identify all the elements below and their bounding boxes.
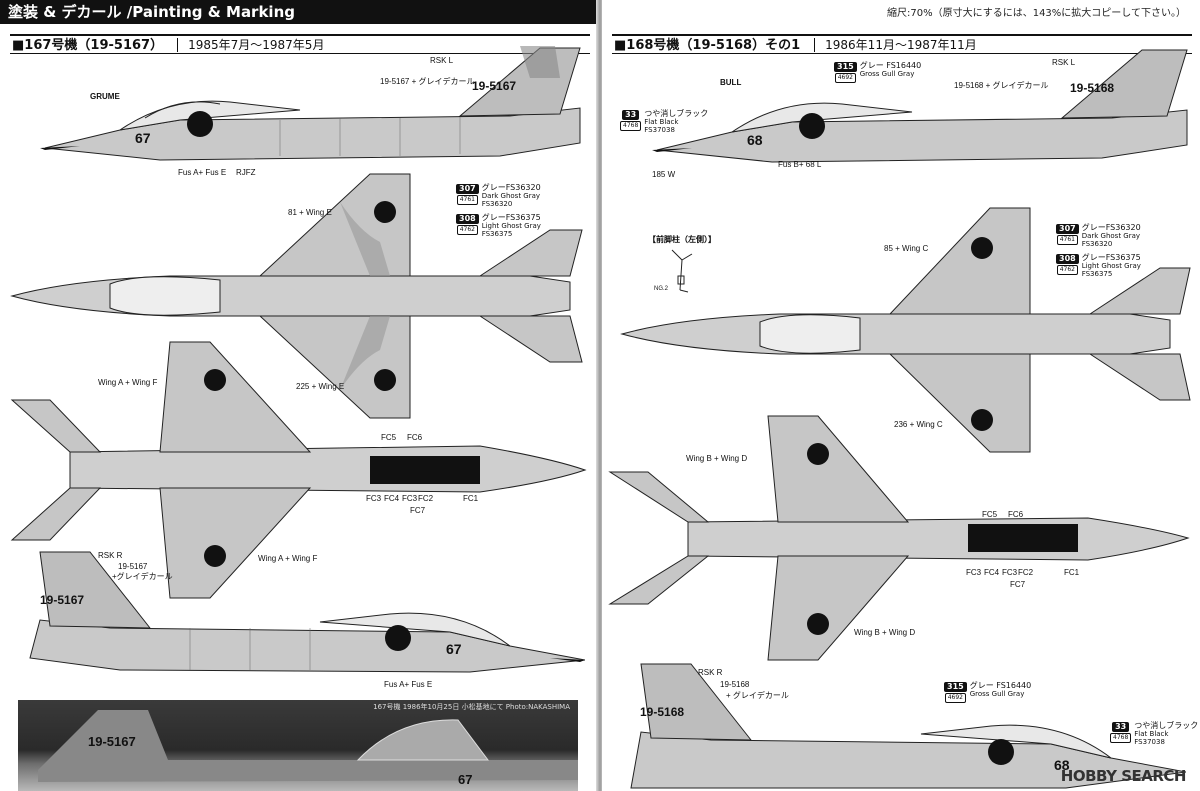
- wing-c-85-label: 85 + Wing C: [884, 244, 929, 253]
- scale-note: 縮尺:70%（原寸大にするには、143%に拡大コピーして下さい。）: [887, 8, 1186, 19]
- right-page: 縮尺:70%（原寸大にするには、143%に拡大コピーして下さい。） ■168号機…: [602, 0, 1200, 791]
- fc4-label: FC4: [984, 568, 1000, 577]
- watermark-logo: HOBBY SEARCH: [1060, 767, 1187, 785]
- left-page: 塗装 & デカール /Painting & Marking ■167号機（19-…: [0, 0, 598, 791]
- fc5-label: FC5: [381, 433, 397, 442]
- nose-gear-inset: [671, 249, 693, 293]
- aircraft-top-168: [620, 207, 1191, 453]
- serial-decal-label: 19-5168 + グレイデカール: [954, 81, 1049, 90]
- section-header-167: ■167号機（19-5167） 1985年7月～1987年5月: [10, 34, 590, 54]
- bull-label: BULL: [720, 78, 742, 87]
- wing-e-225-label: 225 + Wing E: [296, 382, 345, 391]
- fc3-label: FC3: [966, 568, 982, 577]
- page-title: 塗装 & デカール /Painting & Marking: [0, 0, 598, 24]
- fc4-label: FC4: [384, 494, 400, 503]
- fc1-label: FC1: [463, 494, 479, 503]
- w185-label: 185 W: [652, 170, 676, 179]
- nose-number: 67: [135, 130, 151, 146]
- fc3b-label: FC3: [402, 494, 418, 503]
- aircraft-top-167: [10, 173, 583, 419]
- fc2-label: FC2: [1018, 568, 1034, 577]
- section-date: 1986年11月～1987年11月: [825, 38, 977, 52]
- nose-number-right: 68: [1054, 757, 1070, 773]
- rsk-l-label: RSK L: [430, 56, 454, 65]
- rsk-r-label: RSK R: [698, 668, 723, 677]
- inset-ng-label: NG.2: [654, 286, 669, 292]
- section-date: 1985年7月～1987年5月: [188, 38, 325, 52]
- wing-bd-label-2: Wing B + Wing D: [854, 628, 916, 637]
- section-header-168: ■168号機（19-5168）その1 1986年11月～1987年11月: [612, 34, 1192, 54]
- fus-label-2: Fus A+ Fus E: [384, 680, 433, 689]
- aircraft-side-right-167: 67 19-5167: [29, 551, 585, 673]
- serial-decal-label: 19-5167 + グレイデカール: [380, 77, 475, 86]
- grume-label: GRUME: [90, 92, 120, 101]
- fc6-label: FC6: [1008, 510, 1024, 519]
- serial-r2-label: + グレイデカール: [726, 691, 789, 700]
- fc1-label: FC1: [1064, 568, 1080, 577]
- wing-af-label-1: Wing A + Wing F: [98, 378, 158, 387]
- rsk-r-label: RSK R: [98, 551, 123, 560]
- photo-aircraft-167: 167号機 1986年10月25日 小松基地にて Photo:NAKASHIMA…: [18, 700, 578, 791]
- wing-c-236-label: 236 + Wing C: [894, 420, 943, 429]
- fc3-label: FC3: [366, 494, 382, 503]
- rsk-l-label: RSK L: [1052, 58, 1076, 67]
- serial-r1-label: 19-5168: [720, 680, 750, 689]
- fc3b-label: FC3: [1002, 568, 1018, 577]
- inset-title: 【前脚柱（左側）】: [648, 235, 716, 244]
- aircraft-side-left-168: 68 19-5168: [652, 49, 1188, 163]
- fc7-label: FC7: [410, 506, 426, 515]
- serial-r2-label: +グレイデカール: [112, 572, 173, 581]
- tail-serial-right: 19-5168: [640, 705, 684, 719]
- section-number: ■168号機（19-5168）その1: [614, 38, 801, 53]
- photo-serial: 19-5167: [88, 734, 136, 749]
- tail-serial: 19-5168: [1070, 81, 1114, 95]
- tail-serial: 19-5167: [472, 79, 516, 93]
- aircraft-side-left-167: 67 19-5167: [40, 46, 581, 161]
- page-gutter: [596, 0, 604, 791]
- wing-e-81-label: 81 + Wing E: [288, 208, 332, 217]
- fc6-label: FC6: [407, 433, 423, 442]
- fus-label: Fus A+ Fus E: [178, 168, 227, 177]
- wing-bd-label-1: Wing B + Wing D: [686, 454, 748, 463]
- nose-number: 68: [747, 132, 763, 148]
- aircraft-bottom-167: [10, 341, 587, 599]
- photo-num: 67: [458, 772, 472, 787]
- section-number: ■167号機（19-5167）: [12, 38, 164, 53]
- tail-serial-right: 19-5167: [40, 593, 84, 607]
- aircraft-side-right-168: 68 19-5168: [630, 663, 1186, 789]
- fc2-label: FC2: [418, 494, 434, 503]
- fus-b-label: Fus B+ 68 L: [778, 160, 822, 169]
- wing-af-label-2: Wing A + Wing F: [258, 554, 318, 563]
- aircraft-bottom-168: [608, 415, 1190, 661]
- nose-number-right: 67: [446, 641, 462, 657]
- rjfz-label: RJFZ: [236, 168, 256, 177]
- fc5-label: FC5: [982, 510, 998, 519]
- fc7-label: FC7: [1010, 580, 1026, 589]
- photo-caption: 167号機 1986年10月25日 小松基地にて Photo:NAKASHIMA: [373, 703, 570, 711]
- serial-r1-label: 19-5167: [118, 562, 148, 571]
